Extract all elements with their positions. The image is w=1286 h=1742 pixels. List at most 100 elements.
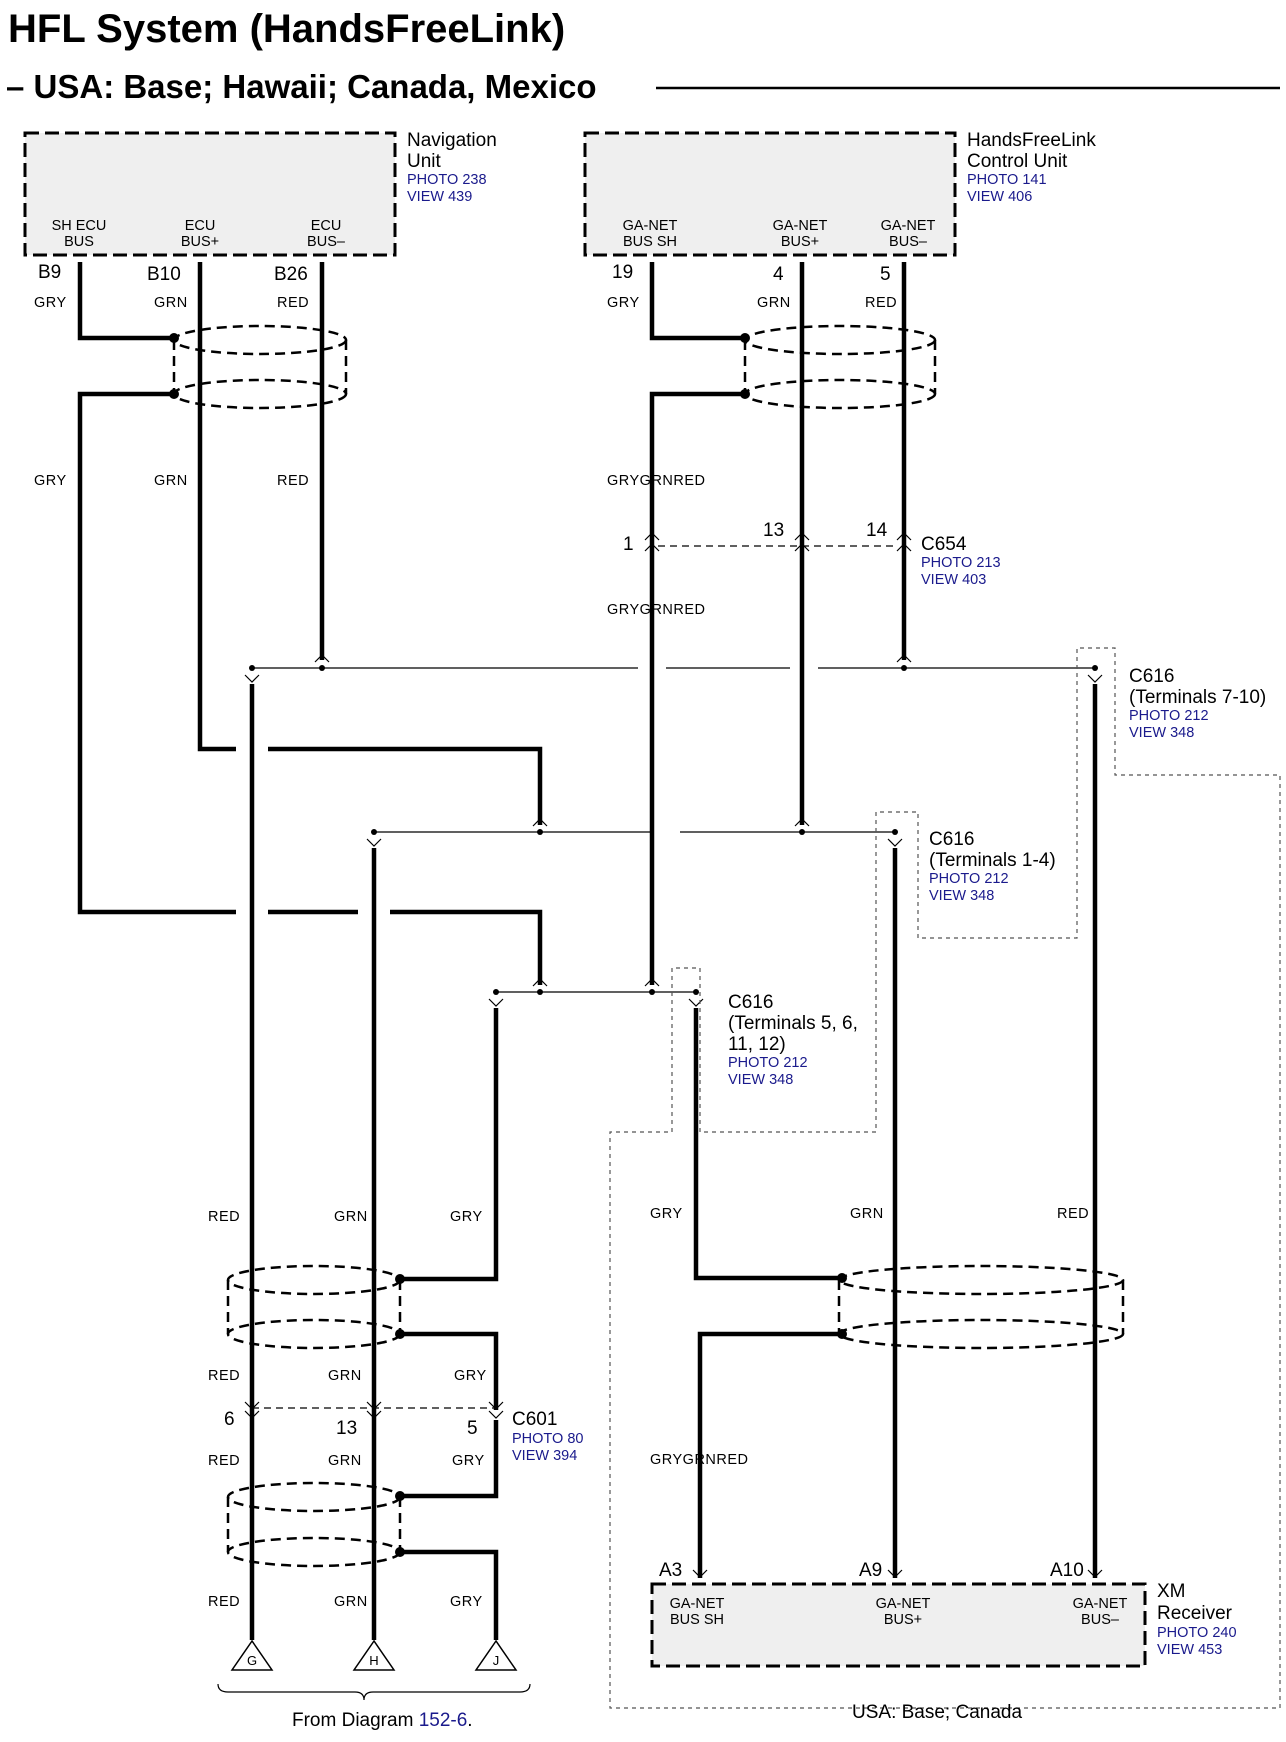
xm-pin-label: GA-NET: [1073, 1596, 1128, 1612]
wire-label: GRN: [757, 295, 791, 311]
wire-gry-lower: [400, 1008, 499, 1282]
navigation-unit-box: [23, 131, 397, 257]
nav-pin-number: B10: [147, 264, 181, 285]
c654-name: C654: [921, 534, 967, 555]
c654-view: VIEW 403: [921, 572, 986, 588]
hfl-pin-label: GA-NET: [773, 218, 828, 234]
hfl-control-unit: HandsFreeLink Control Unit PHOTO 141 VIE…: [583, 130, 1096, 285]
xm-receiver-name-1: XM: [1157, 1581, 1186, 1602]
hfl-pin-number: 5: [880, 264, 891, 285]
xm-receiver-photo: PHOTO 240: [1157, 1625, 1237, 1641]
c654-pin-number: 1: [623, 534, 634, 555]
c616-c-terminals-1: (Terminals 5, 6,: [728, 1013, 858, 1034]
c654-photo: PHOTO 213: [921, 555, 1001, 571]
navigation-unit-photo: PHOTO 238: [407, 172, 487, 188]
c616-b-view: VIEW 348: [929, 888, 994, 904]
wire-label: GRYGRNRED: [607, 473, 706, 489]
ground-j-icon: [474, 1639, 518, 1671]
nav-pin-label: BUS+: [181, 234, 219, 250]
wire-gry-nav-drain: [77, 391, 236, 915]
c616-b-terminals: (Terminals 1-4): [929, 850, 1056, 871]
xm-receiver: XM Receiver PHOTO 240 VIEW 453 GA-NET BU…: [650, 1560, 1237, 1668]
wire-label: RED: [208, 1594, 240, 1610]
ground-label: G: [247, 1653, 257, 1668]
c654-connector: 1 13 14 C654 PHOTO 213 VIEW 403: [623, 520, 1001, 588]
ground-label: H: [369, 1653, 378, 1668]
c616-rows: [244, 654, 1103, 1007]
wire-label: GRY: [34, 295, 67, 311]
from-diagram-brace: [217, 1683, 531, 1701]
wire-label: GRY: [607, 295, 640, 311]
xm-pin-label: GA-NET: [670, 1596, 725, 1612]
xm-pin-label: BUS–: [1081, 1612, 1120, 1628]
wire-label: GRN: [154, 473, 188, 489]
c616-c-view: VIEW 348: [728, 1072, 793, 1088]
ground-label: J: [493, 1653, 500, 1668]
c601-connector: 6 13 5 C601 PHOTO 80 VIEW 394: [224, 1401, 583, 1464]
hfl-pin-label: BUS SH: [623, 234, 677, 250]
c601-pin-number: 5: [467, 1418, 478, 1439]
lower-shield-1: [226, 1264, 405, 1350]
nav-pin-number: B26: [274, 264, 308, 285]
c616-c-photo: PHOTO 212: [728, 1055, 808, 1071]
nav-pin-label: ECU: [185, 218, 216, 234]
xm-pin-label: BUS+: [884, 1612, 922, 1628]
c616-a-view: VIEW 348: [1129, 725, 1194, 741]
c654-pin-number: 13: [763, 520, 784, 541]
c601-view: VIEW 394: [512, 1448, 577, 1464]
hfl-unit-photo: PHOTO 141: [967, 172, 1047, 188]
wire-labels-top: GRY GRN RED GRY GRN RED GRY GRN RED GRYG…: [34, 295, 897, 618]
xm-pin-label: BUS SH: [670, 1612, 724, 1628]
nav-shield: [169, 324, 348, 410]
navigation-unit-name-1: Navigation: [407, 130, 497, 151]
hfl-pin-number: 19: [612, 262, 633, 283]
wire-gry-b9: [77, 262, 174, 341]
lower-shield-2: [226, 1481, 405, 1568]
c616-b-name: C616: [929, 829, 974, 850]
wire-label: RED: [208, 1453, 240, 1469]
c616-terminals-5-6-11-12: C616 (Terminals 5, 6, 11, 12) PHOTO 212 …: [728, 992, 858, 1088]
wire-grn-nav-to-c616: [268, 746, 543, 825]
wire-label: RED: [208, 1209, 240, 1225]
wire-gry-xm: [693, 1008, 842, 1281]
c654-pin-number: 14: [866, 520, 888, 541]
wire-gry-hfl-drain: [649, 391, 744, 985]
hfl-control-unit-box: [583, 131, 957, 257]
hfl-unit-name-1: HandsFreeLink: [967, 130, 1096, 151]
from-diagram-text: From Diagram 152-6.: [292, 1710, 473, 1731]
wire-gry-drain-1: [400, 1331, 499, 1410]
nav-pin-label: ECU: [311, 218, 342, 234]
hfl-unit-view: VIEW 406: [967, 189, 1032, 205]
nav-pin-label: BUS: [64, 234, 94, 250]
navigation-unit: Navigation Unit PHOTO 238 VIEW 439 SH EC…: [23, 130, 497, 285]
c616-a-photo: PHOTO 212: [1129, 708, 1209, 724]
hfl-wires: [649, 262, 907, 985]
c616-terminals-1-4: C616 (Terminals 1-4) PHOTO 212 VIEW 348: [929, 829, 1056, 904]
ground-h-icon: [352, 1639, 396, 1671]
wire-label: GRN: [328, 1453, 362, 1469]
xm-shield: [837, 1264, 1125, 1350]
wire-gry-c601-out: [400, 1420, 499, 1499]
region-label: USA: Base; Canada: [852, 1702, 1022, 1723]
navigation-unit-name-2: Unit: [407, 151, 442, 172]
ground-connections: G H J: [217, 1639, 531, 1701]
page-subtitle: – USA: Base; Hawaii; Canada, Mexico: [6, 68, 597, 105]
wire-label: GRY: [450, 1209, 483, 1225]
c616-c-name: C616: [728, 992, 773, 1013]
wire-label: GRN: [154, 295, 188, 311]
wire-label: GRY: [450, 1594, 483, 1610]
c601-name: C601: [512, 1409, 557, 1430]
c601-pin-number: 6: [224, 1409, 235, 1430]
c616-c-terminals-2: 11, 12): [728, 1034, 786, 1055]
wire-label: RED: [208, 1368, 240, 1384]
xm-pin-number: A10: [1050, 1560, 1084, 1581]
wire-gry-xm-drain: [697, 1331, 842, 1578]
wire-label: GRN: [334, 1209, 368, 1225]
xm-pin-number: A9: [859, 1560, 882, 1581]
xm-pin-number: A3: [659, 1560, 682, 1581]
wire-label: GRN: [850, 1206, 884, 1222]
xm-pin-label: GA-NET: [876, 1596, 931, 1612]
c616-enclosures: [609, 647, 1281, 1709]
c601-photo: PHOTO 80: [512, 1431, 583, 1447]
